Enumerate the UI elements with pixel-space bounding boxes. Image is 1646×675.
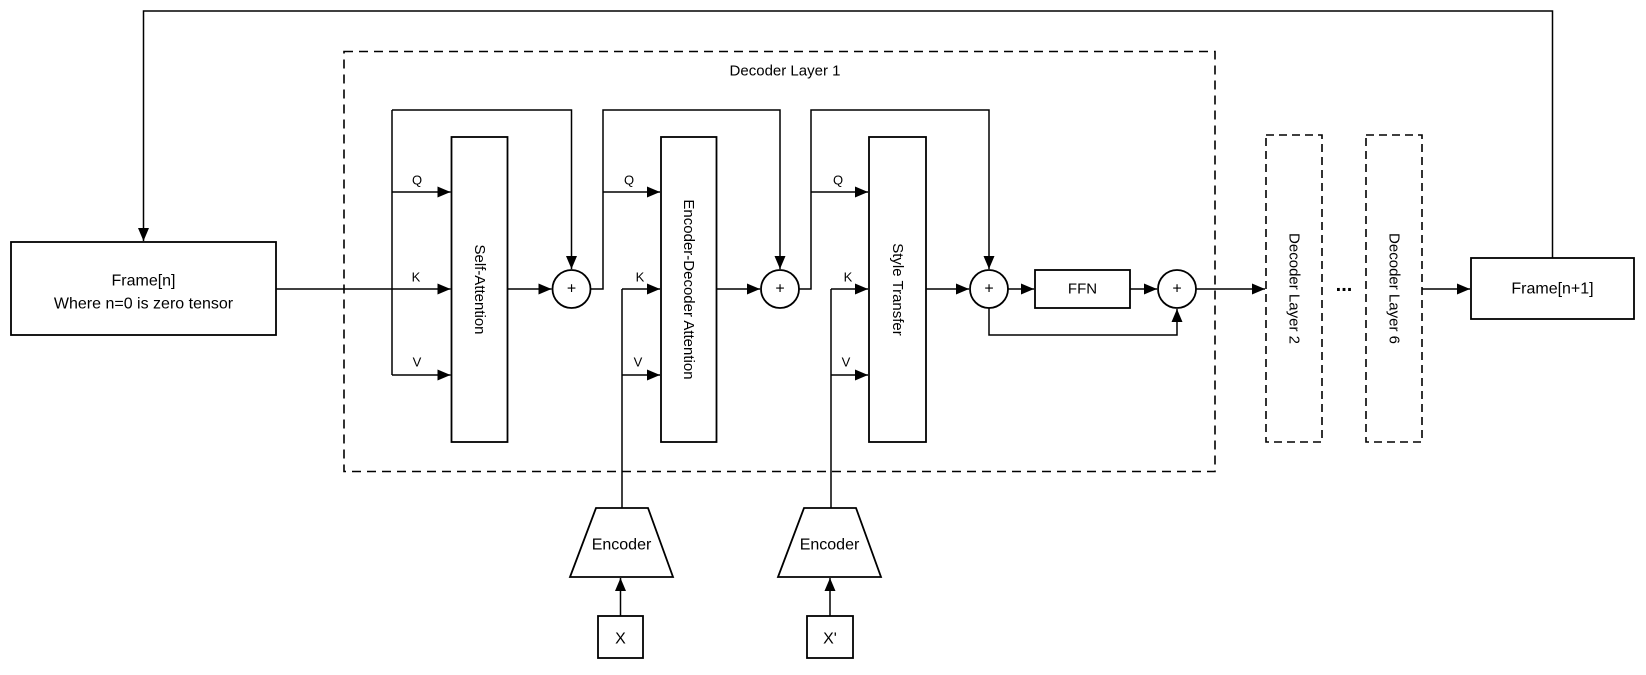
decoder-layer-6-label: Decoder Layer 6 <box>1386 233 1403 344</box>
residual-skip-1 <box>392 109 577 269</box>
encoder2-label: Encoder <box>800 537 860 554</box>
ffn-residual-skip <box>988 308 1183 336</box>
add-node-4 <box>1157 269 1197 309</box>
encoder1-label: Encoder <box>592 537 652 554</box>
decoder-layer-2-box <box>1265 134 1323 443</box>
encoder-decoder-attention-block <box>660 136 718 443</box>
v-label-encoder-decoder-attention: V <box>634 355 643 370</box>
style-transfer-block <box>868 136 927 443</box>
style-transfer-label: Style Transfer <box>889 243 906 336</box>
ellipsis-label: ... <box>1336 274 1353 296</box>
ffn-label: FFN <box>1068 281 1097 298</box>
residual-skip-3 <box>799 109 995 290</box>
decoder-layer-2-label: Decoder Layer 2 <box>1286 233 1303 344</box>
v-label-style-transfer: V <box>842 355 851 370</box>
decoder-layer-1-box <box>343 50 1216 473</box>
self-attention-block <box>450 136 509 443</box>
add-node-2 <box>760 269 800 309</box>
x-input-label: X <box>615 631 626 648</box>
encoder2-trapezoid <box>776 507 883 578</box>
encoder-decoder-attention-label: Encoder-Decoder Attention <box>680 199 697 379</box>
q-label-style-transfer: Q <box>833 173 843 188</box>
xprime-input-box <box>806 615 854 659</box>
k-label-style-transfer: K <box>844 270 853 285</box>
residual-skip-2 <box>590 109 786 290</box>
v-label-self-attention: V <box>413 355 422 370</box>
frame-n-title: Frame[n] <box>111 273 175 290</box>
k-label-self-attention: K <box>412 270 421 285</box>
feedback-loop-arrow <box>138 10 1554 258</box>
add-node-1 <box>551 269 592 309</box>
q-label-encoder-decoder-attention: Q <box>624 173 634 188</box>
q-label-self-attention: Q <box>412 173 422 188</box>
x-input-box <box>597 615 644 659</box>
self-attention-label: Self-Attention <box>471 244 488 334</box>
frame-n-subtitle: Where n=0 is zero tensor <box>54 296 234 313</box>
encoder1-trapezoid <box>568 507 675 578</box>
plus-label-2: + <box>775 281 784 298</box>
plus-label-4: + <box>1172 281 1181 298</box>
frame-n1-title: Frame[n+1] <box>1511 281 1593 298</box>
xprime-input-label: X' <box>823 631 837 648</box>
decoder-layer-1-title: Decoder Layer 1 <box>730 63 841 80</box>
add-node-3 <box>969 269 1009 309</box>
plus-label-1: + <box>567 281 576 298</box>
ffn-block <box>1034 269 1131 309</box>
frame-n1-box <box>1470 257 1635 320</box>
frame-n-box <box>10 241 277 336</box>
k-label-encoder-decoder-attention: K <box>636 270 645 285</box>
plus-label-3: + <box>984 281 993 298</box>
